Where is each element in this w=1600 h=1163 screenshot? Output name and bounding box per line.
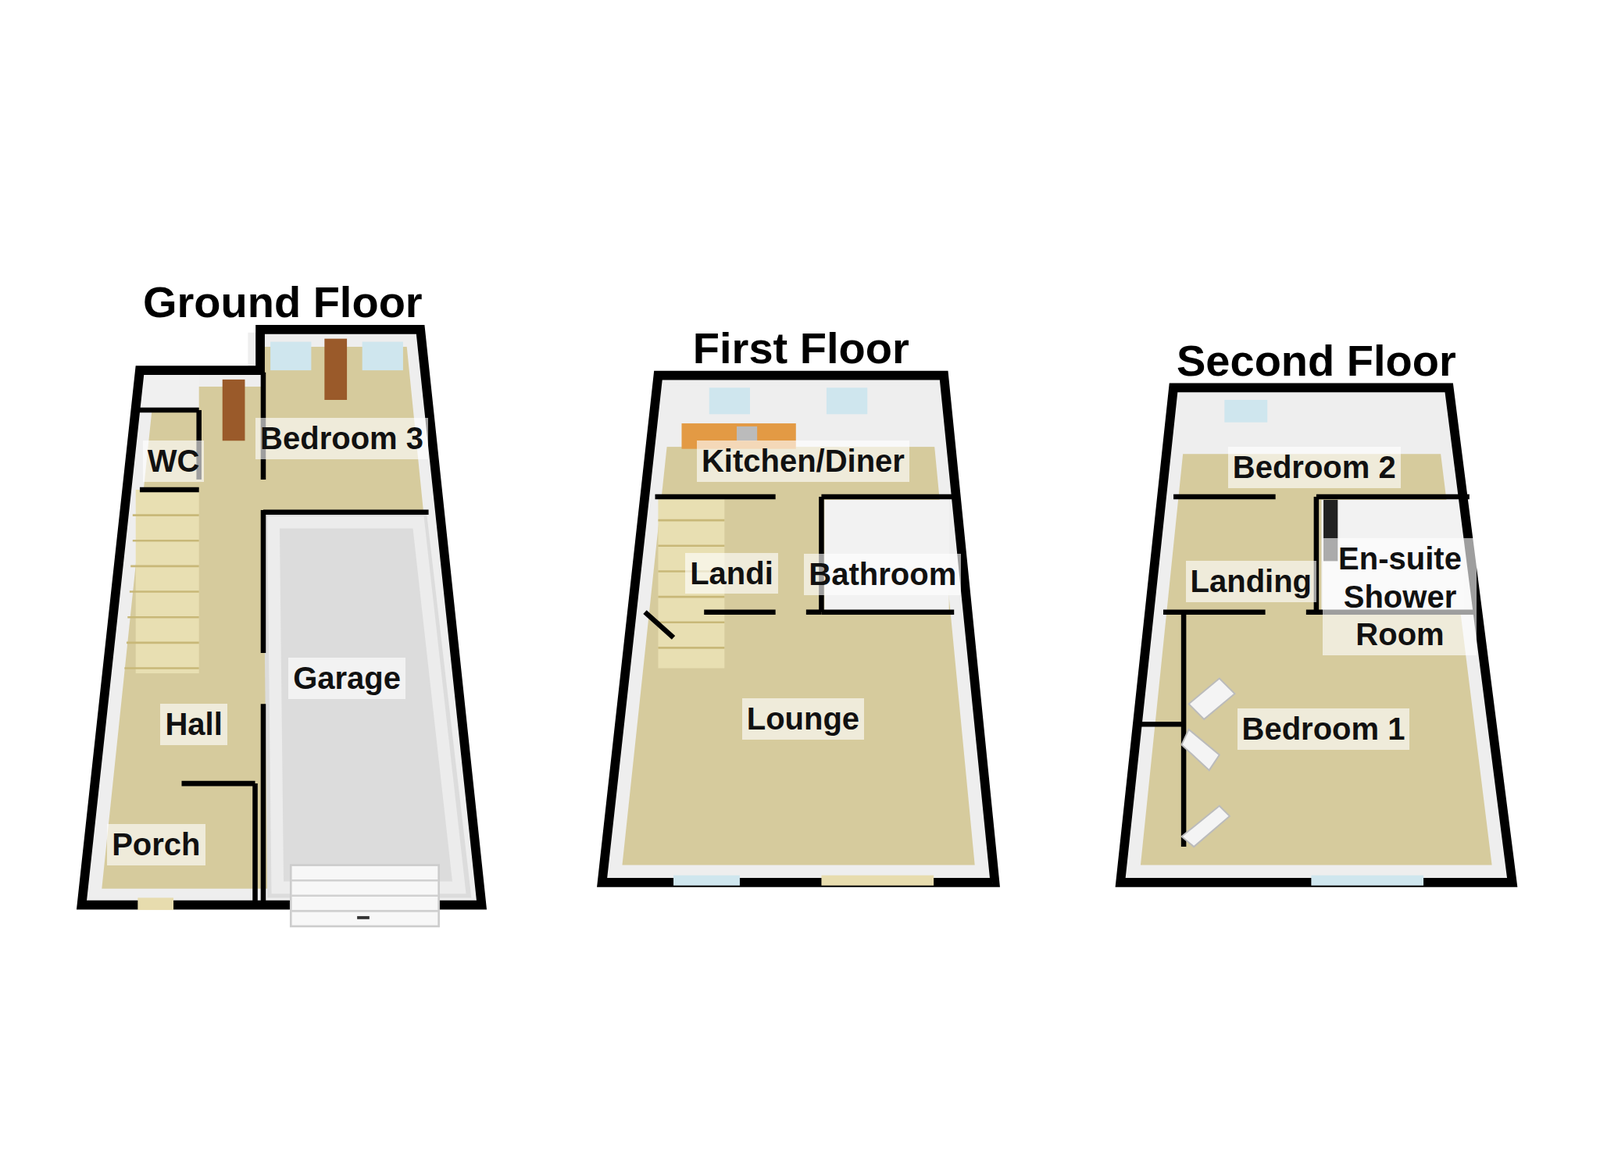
- room-area: Bedroom 2: [1228, 446, 1401, 489]
- room-area: Bedroom 3: [255, 417, 429, 460]
- room-label: WC: [147, 442, 200, 481]
- room-area: Lounge: [742, 698, 865, 740]
- first-floor-plan: [602, 375, 996, 886]
- second-floor-plan: [1120, 387, 1513, 886]
- room-label: Bedroom 3: [260, 419, 424, 458]
- room-label: En-suite Shower Room: [1327, 539, 1472, 654]
- room-area: Porch: [107, 824, 205, 866]
- room-label: Bathroom: [808, 555, 957, 594]
- room-label: Landi: [689, 554, 774, 593]
- room-area: En-suite Shower Room: [1322, 538, 1477, 656]
- room-area: Landi: [685, 553, 779, 595]
- room-label: Kitchen/Diner: [701, 442, 905, 481]
- floor-outline: Ground FloorWCBedroom 3HallGaragePorch: [81, 329, 482, 906]
- floor-heading: Ground Floor: [142, 278, 423, 327]
- room-area: Garage: [288, 657, 406, 700]
- room-area: Landing: [1185, 560, 1318, 603]
- room-area: Bathroom: [803, 553, 961, 596]
- room-label: Bedroom 1: [1242, 710, 1406, 749]
- room-label: Garage: [292, 659, 401, 698]
- room-area: Bedroom 1: [1237, 708, 1411, 750]
- room-area: Kitchen/Diner: [696, 440, 910, 483]
- floor-outline: First FloorKitchen/DinerLandiBathroomLou…: [602, 375, 996, 883]
- room-label: Landing: [1190, 562, 1313, 601]
- floor-heading: First Floor: [692, 324, 910, 373]
- room-label: Porch: [111, 825, 200, 865]
- room-label: Lounge: [746, 700, 860, 739]
- ground-floor-plan: [81, 329, 482, 927]
- room-area: Hall: [160, 703, 227, 746]
- room-label: Hall: [164, 705, 222, 744]
- room-area: WC: [142, 440, 205, 483]
- floor-heading: Second Floor: [1176, 336, 1457, 386]
- room-label: Bedroom 2: [1232, 448, 1397, 487]
- floor-outline: Second FloorBedroom 2LandingEn-suite Sho…: [1120, 387, 1513, 883]
